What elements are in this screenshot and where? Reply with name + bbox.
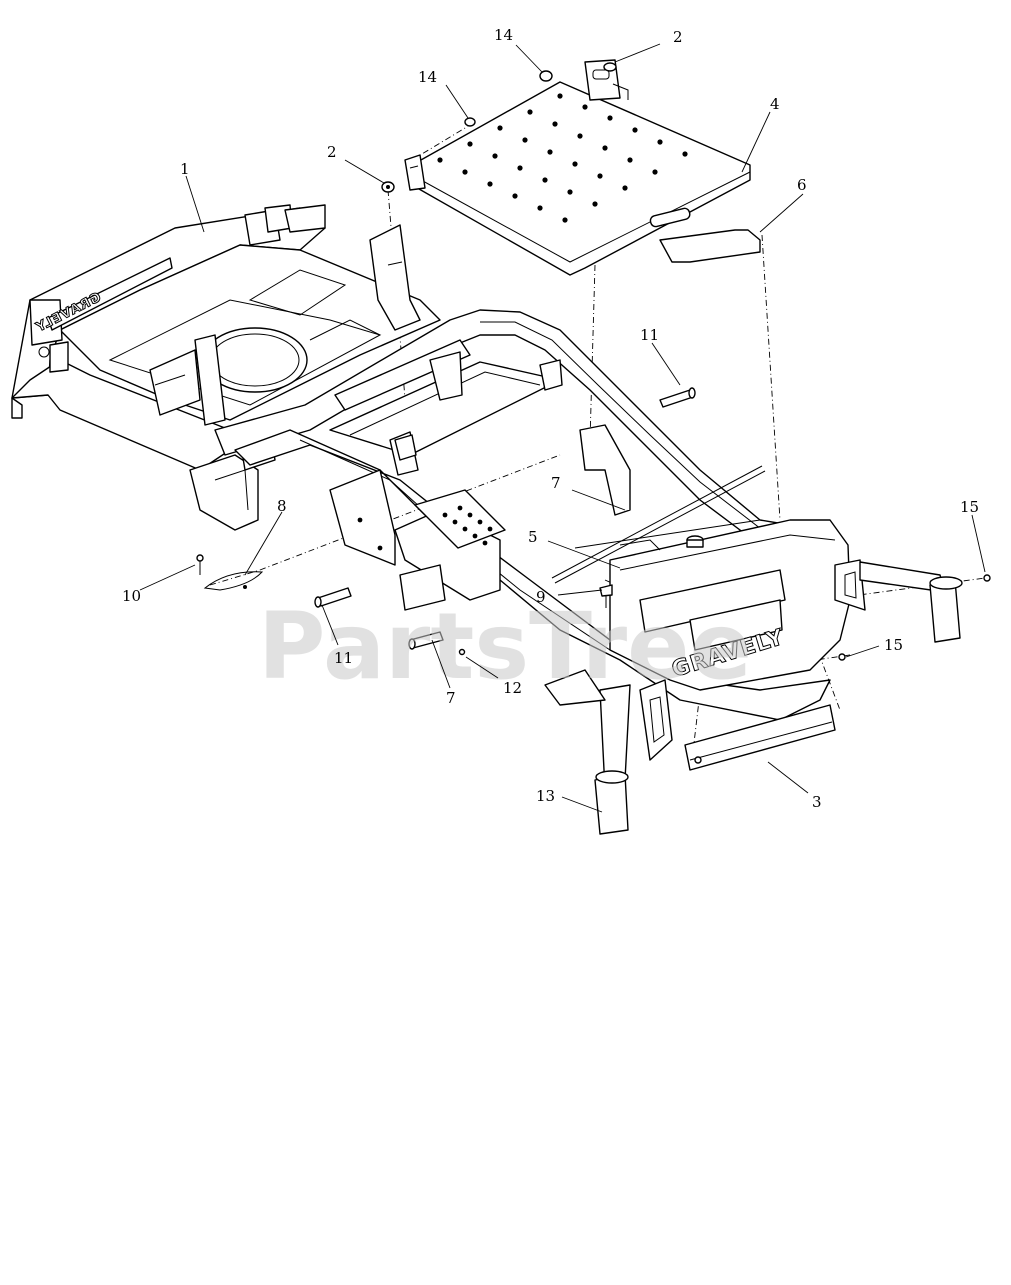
callout-labels: 1 2 2 3 4 5 6 7 7 8 9 10 11 11 12 13 14 … (122, 26, 979, 811)
floor-plate-4 (404, 59, 751, 276)
callout-11-lower: 11 (334, 649, 353, 667)
floor-plate-holes (437, 93, 688, 223)
callout-14-right: 14 (494, 26, 513, 44)
watermark: PartsTree (258, 593, 752, 700)
callout-11-upper: 11 (640, 326, 659, 344)
callout-14-left: 14 (418, 68, 437, 86)
callout-15-center: 15 (884, 636, 903, 654)
callout-2-right: 2 (673, 28, 683, 46)
callout-8: 8 (277, 497, 287, 515)
decal-6 (659, 229, 761, 263)
callout-5: 5 (528, 528, 538, 546)
callout-6: 6 (797, 176, 807, 194)
callout-12: 12 (503, 679, 522, 697)
callout-10: 10 (122, 587, 141, 605)
callout-7-center: 7 (551, 474, 561, 492)
callout-2-left: 2 (327, 143, 337, 161)
rod-5 (551, 465, 766, 584)
callout-leaders (139, 43, 986, 813)
callout-7-lower: 7 (446, 689, 456, 707)
callout-3: 3 (812, 793, 822, 811)
hardware (196, 62, 991, 764)
callout-9: 9 (536, 588, 546, 606)
center-brackets (329, 424, 704, 706)
front-frame: GRAVELY (609, 519, 866, 761)
callout-4: 4 (770, 95, 780, 113)
caster-arms (594, 561, 963, 835)
callout-1: 1 (180, 160, 190, 178)
callout-13: 13 (536, 787, 555, 805)
front-plate-3 (684, 704, 836, 771)
callout-15-right: 15 (960, 498, 979, 516)
